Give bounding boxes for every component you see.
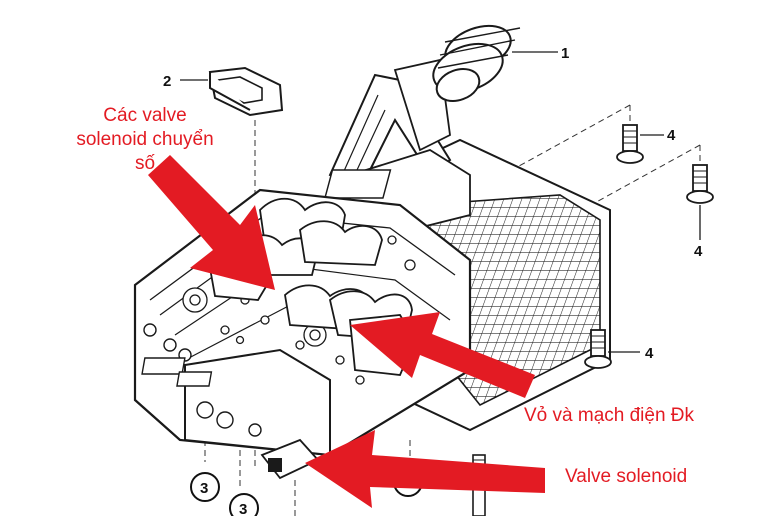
annotation-shift-solenoids-line-1: Các valve <box>103 105 187 126</box>
arrow-housing-circuit <box>350 312 535 398</box>
annotation-shift-solenoids: Các valve solenoid chuyển số <box>70 104 220 176</box>
part-2-bracket <box>208 66 284 117</box>
annotation-valve-solenoid: Valve solenoid <box>565 466 688 487</box>
bolt-4-a <box>616 124 644 164</box>
annotation-shift-solenoids-line-2: solenoid chuyển <box>76 129 214 150</box>
annotation-shift-solenoids-line-3: số <box>134 153 156 174</box>
part-number-2: 2 <box>163 73 171 90</box>
annotation-housing-circuit: Vỏ và mạch điện Đk <box>524 405 695 426</box>
circle-3-b: 3 <box>229 493 259 516</box>
bolt-4-c <box>584 329 612 369</box>
arrow-shift-solenoids <box>148 155 275 290</box>
part-number-4-c: 4 <box>645 345 654 362</box>
arrow-valve-solenoid <box>305 430 545 508</box>
bolt-4-b <box>686 164 714 204</box>
part-number-1: 1 <box>561 45 569 62</box>
part-number-3-a: 3 <box>200 480 208 497</box>
part-number-3-b: 3 <box>239 501 247 516</box>
part-number-4-b: 4 <box>694 243 703 260</box>
circle-3-a: 3 <box>190 472 220 502</box>
part-1-sleeve <box>432 24 521 102</box>
part-number-4-a: 4 <box>667 127 676 144</box>
